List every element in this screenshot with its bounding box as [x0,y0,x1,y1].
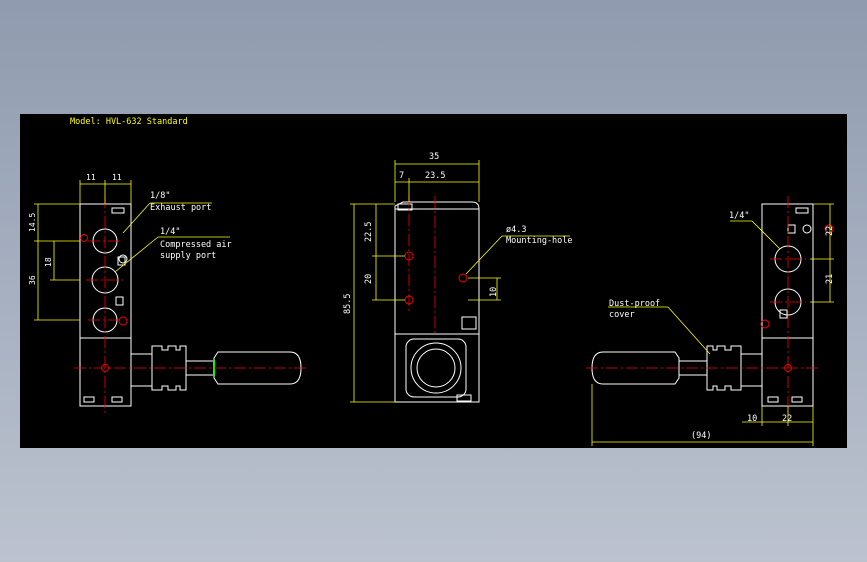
supply-port-label-1: Compressed air [160,240,232,250]
dim-h1: 14.5 [28,213,37,232]
dim-r2: 21 [825,274,835,284]
cad-drawing: Model: HVL-632 Standard [28,117,835,446]
dim-h3: 36 [28,275,37,285]
dim-v2: 20 [364,274,374,284]
supply-port-label-2: supply port [160,251,216,261]
dim-hole-offset: 10 [489,287,499,297]
right-centerlines [586,196,820,414]
dim-b1: 10 [747,414,757,424]
supply-size-label: 1/4" [160,227,180,237]
dim-w2: 11 [112,173,122,182]
left-body-outline [79,203,302,407]
right-port-size-label: 1/4" [729,211,749,221]
left-centerlines [74,196,307,414]
dim-left-offset: 7 [399,171,404,181]
middle-view: 35 7 23.5 22.5 20 85.5 10 ø4.3 Mounting-… [343,152,573,403]
left-dimension-lines [34,180,230,321]
dim-w1: 11 [86,173,96,182]
hole-diameter-label: ø4.3 [506,225,526,235]
model-title: Model: HVL-632 Standard [70,117,188,127]
right-port-circles-red [760,224,834,372]
mounting-hole-label: Mounting-hole [506,236,573,246]
dim-height: 85.5 [343,294,353,314]
dim-v1: 22.5 [364,222,374,242]
exhaust-port-label: Exhaust port [150,203,211,213]
right-view: 1/4" 22 21 10 22 (94) Dust-proof cover [586,196,835,446]
dim-hole-spacing: 23.5 [425,171,445,181]
middle-body-outline [394,201,480,403]
dust-cover-label-2: cover [609,310,635,320]
drawing-canvas: Model: HVL-632 Standard [20,114,847,448]
dim-b2: 22 [782,414,792,424]
right-dimension-lines [591,203,834,446]
mounting-holes [404,251,468,305]
dim-h2: 18 [44,257,53,267]
left-ports [91,228,128,333]
exhaust-size-label: 1/8" [150,191,170,201]
dim-top-total: 35 [429,152,439,162]
left-view: 11 11 14.5 18 36 1/8" Exhaust port 1/4" … [28,173,307,414]
dim-r1: 22 [825,226,835,236]
middle-centerlines [408,194,436,336]
dust-cover-label-1: Dust-proof [609,299,660,309]
middle-dimension-lines [350,160,570,403]
dim-total: (94) [691,431,711,441]
left-port-circles-red [80,234,128,372]
